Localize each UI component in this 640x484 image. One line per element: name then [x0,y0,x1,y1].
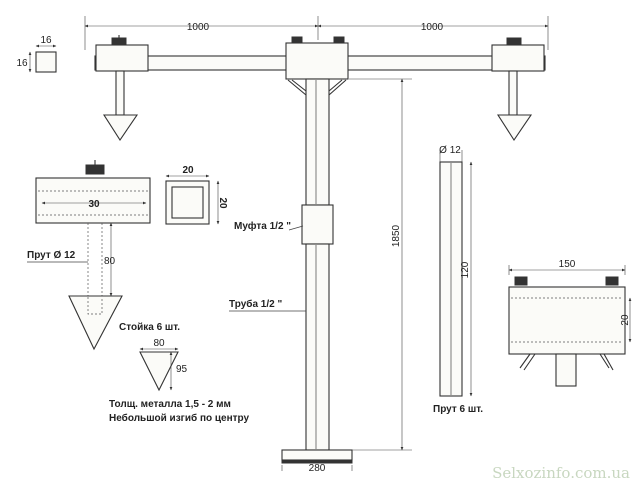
label-bend: Небольшой изгиб по центру [109,412,249,424]
label-pipe: Труба 1/2 " [229,298,282,310]
dim-square-side: 20 [217,197,228,209]
crossbar [94,35,546,80]
label-rod-count: Прут 6 шт. [433,404,483,415]
dim-right-block-width: 150 [559,259,576,270]
center-post [281,78,353,464]
left-spike [102,70,139,141]
dim-rod-height: 120 [460,261,471,278]
dim-top-left: 1000 [187,22,210,33]
dim-base: 280 [309,463,326,474]
square-tube [165,174,220,225]
dim-top-right: 1000 [421,22,444,33]
dim-right-block-height: 20 [620,314,631,326]
right-block [508,265,632,387]
rod-detail [439,150,473,397]
dim-cube-top: 16 [40,35,52,46]
dim-height: 1850 [391,224,402,247]
stand-triangle [139,347,179,392]
right-spike [496,70,533,141]
dim-triangle-top: 80 [153,338,165,349]
watermark: Selxozinfo.com.ua [492,464,630,482]
dim-rod-diameter: Ø 12 [439,145,461,156]
label-stand: Стойка 6 шт. [119,322,180,333]
dim-cube-left: 16 [16,58,28,69]
dim-triangle-height: 95 [176,364,188,375]
label-thickness: Толщ. металла 1,5 - 2 мм [109,399,231,410]
top-dimension [84,16,549,50]
dim-block-width: 30 [88,199,100,210]
label-rod-left: Прут Ø 12 [27,250,76,261]
label-coupling: Муфта 1/2 " [234,220,291,232]
block-assembly [35,160,151,351]
dim-rod-length: 80 [104,256,116,267]
dim-square-top: 20 [182,165,194,176]
small-cube [28,44,57,73]
